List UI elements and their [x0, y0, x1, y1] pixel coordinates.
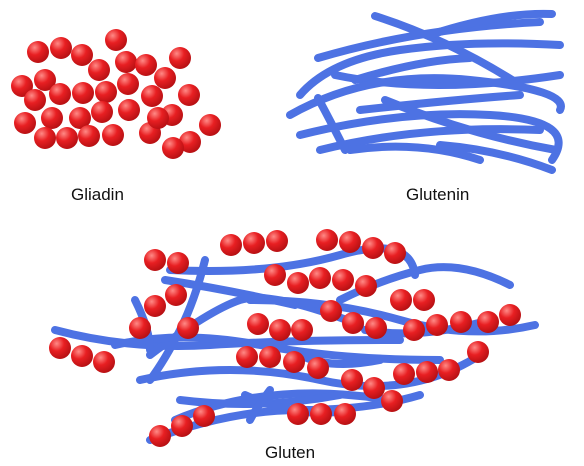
gluten-gliadin-sphere: [220, 234, 242, 256]
gluten-gliadin-sphere: [413, 289, 435, 311]
gliadin-sphere: [56, 127, 78, 149]
gluten-gliadin-sphere: [149, 425, 171, 447]
gliadin-sphere: [24, 89, 46, 111]
gluten-gliadin-sphere: [393, 363, 415, 385]
gliadin-sphere: [162, 137, 184, 159]
gluten-gliadin-sphere: [467, 341, 489, 363]
gliadin-label: Gliadin: [71, 185, 124, 205]
gluten-gliadin-sphere: [165, 284, 187, 306]
gliadin-sphere: [135, 54, 157, 76]
gluten-gliadin-sphere: [243, 232, 265, 254]
gliadin-sphere: [14, 112, 36, 134]
gluten-gliadin-sphere: [320, 300, 342, 322]
gluten-gliadin-sphere: [316, 229, 338, 251]
gluten-gliadin-sphere: [193, 405, 215, 427]
gliadin-sphere: [41, 107, 63, 129]
gluten-gliadin-sphere: [93, 351, 115, 373]
gluten-label: Gluten: [265, 443, 315, 463]
gluten-gliadin-sphere: [362, 237, 384, 259]
gliadin-sphere: [105, 29, 127, 51]
gluten-gliadin-sphere: [71, 345, 93, 367]
gluten-gliadin-sphere: [450, 311, 472, 333]
gliadin-sphere: [199, 114, 221, 136]
gluten-gliadin-sphere: [283, 351, 305, 373]
gliadin-sphere: [147, 107, 169, 129]
gluten-gliadin-sphere: [247, 313, 269, 335]
gluten-gliadin-sphere: [49, 337, 71, 359]
gluten-gliadin-sphere: [365, 317, 387, 339]
gliadin-sphere: [49, 83, 71, 105]
gluten-gliadin-sphere: [341, 369, 363, 391]
glutenin-strand: [385, 100, 556, 150]
glutenin-strands: [290, 14, 561, 170]
gliadin-sphere: [118, 99, 140, 121]
gluten-gliadin-sphere: [426, 314, 448, 336]
gluten-gliadin-sphere: [416, 361, 438, 383]
gluten-gliadin-sphere: [236, 346, 258, 368]
gluten-gliadin-sphere: [381, 390, 403, 412]
gluten-gliadin-sphere: [287, 272, 309, 294]
gluten-network: [49, 229, 535, 447]
gluten-gliadin-sphere: [332, 269, 354, 291]
gluten-gliadin-sphere: [266, 230, 288, 252]
gluten-gliadin-sphere: [177, 317, 199, 339]
gluten-gliadin-sphere: [167, 252, 189, 274]
gliadin-sphere: [71, 44, 93, 66]
gluten-gliadin-sphere: [334, 403, 356, 425]
gluten-gliadin-sphere: [363, 377, 385, 399]
gluten-gliadin-sphere: [438, 359, 460, 381]
gluten-gliadin-sphere: [144, 295, 166, 317]
gliadin-sphere: [78, 125, 100, 147]
gliadin-cluster: [11, 29, 221, 159]
gliadin-sphere: [91, 101, 113, 123]
gluten-gliadin-sphere: [390, 289, 412, 311]
gliadin-sphere: [115, 51, 137, 73]
gliadin-sphere: [141, 85, 163, 107]
gluten-gliadin-sphere: [477, 311, 499, 333]
gliadin-sphere: [154, 67, 176, 89]
gliadin-sphere: [50, 37, 72, 59]
gliadin-sphere: [27, 41, 49, 63]
gluten-gliadin-sphere: [342, 312, 364, 334]
gluten-gliadin-sphere: [307, 357, 329, 379]
gluten-gliadin-sphere: [291, 319, 313, 341]
gliadin-sphere: [88, 59, 110, 81]
gliadin-sphere: [178, 84, 200, 106]
gluten-gliadin-sphere: [259, 346, 281, 368]
glutenin-label: Glutenin: [406, 185, 469, 205]
gluten-gliadin-sphere: [264, 264, 286, 286]
gluten-gliadin-sphere: [171, 415, 193, 437]
gluten-gliadin-sphere: [355, 275, 377, 297]
gliadin-sphere: [117, 73, 139, 95]
gliadin-sphere: [102, 124, 124, 146]
gluten-gliadin-sphere: [499, 304, 521, 326]
gluten-gliadin-sphere: [310, 403, 332, 425]
gluten-gliadin-sphere: [287, 403, 309, 425]
gluten-gliadin-sphere: [269, 319, 291, 341]
gluten-gliadin-sphere: [129, 317, 151, 339]
gluten-gliadin-sphere: [384, 242, 406, 264]
gluten-gliadin-sphere: [339, 231, 361, 253]
gliadin-sphere: [169, 47, 191, 69]
gliadin-sphere: [72, 82, 94, 104]
gluten-gliadin-sphere: [403, 319, 425, 341]
gliadin-sphere: [34, 127, 56, 149]
gliadin-sphere: [95, 81, 117, 103]
gluten-gliadin-sphere: [144, 249, 166, 271]
gluten-gliadin-sphere: [309, 267, 331, 289]
